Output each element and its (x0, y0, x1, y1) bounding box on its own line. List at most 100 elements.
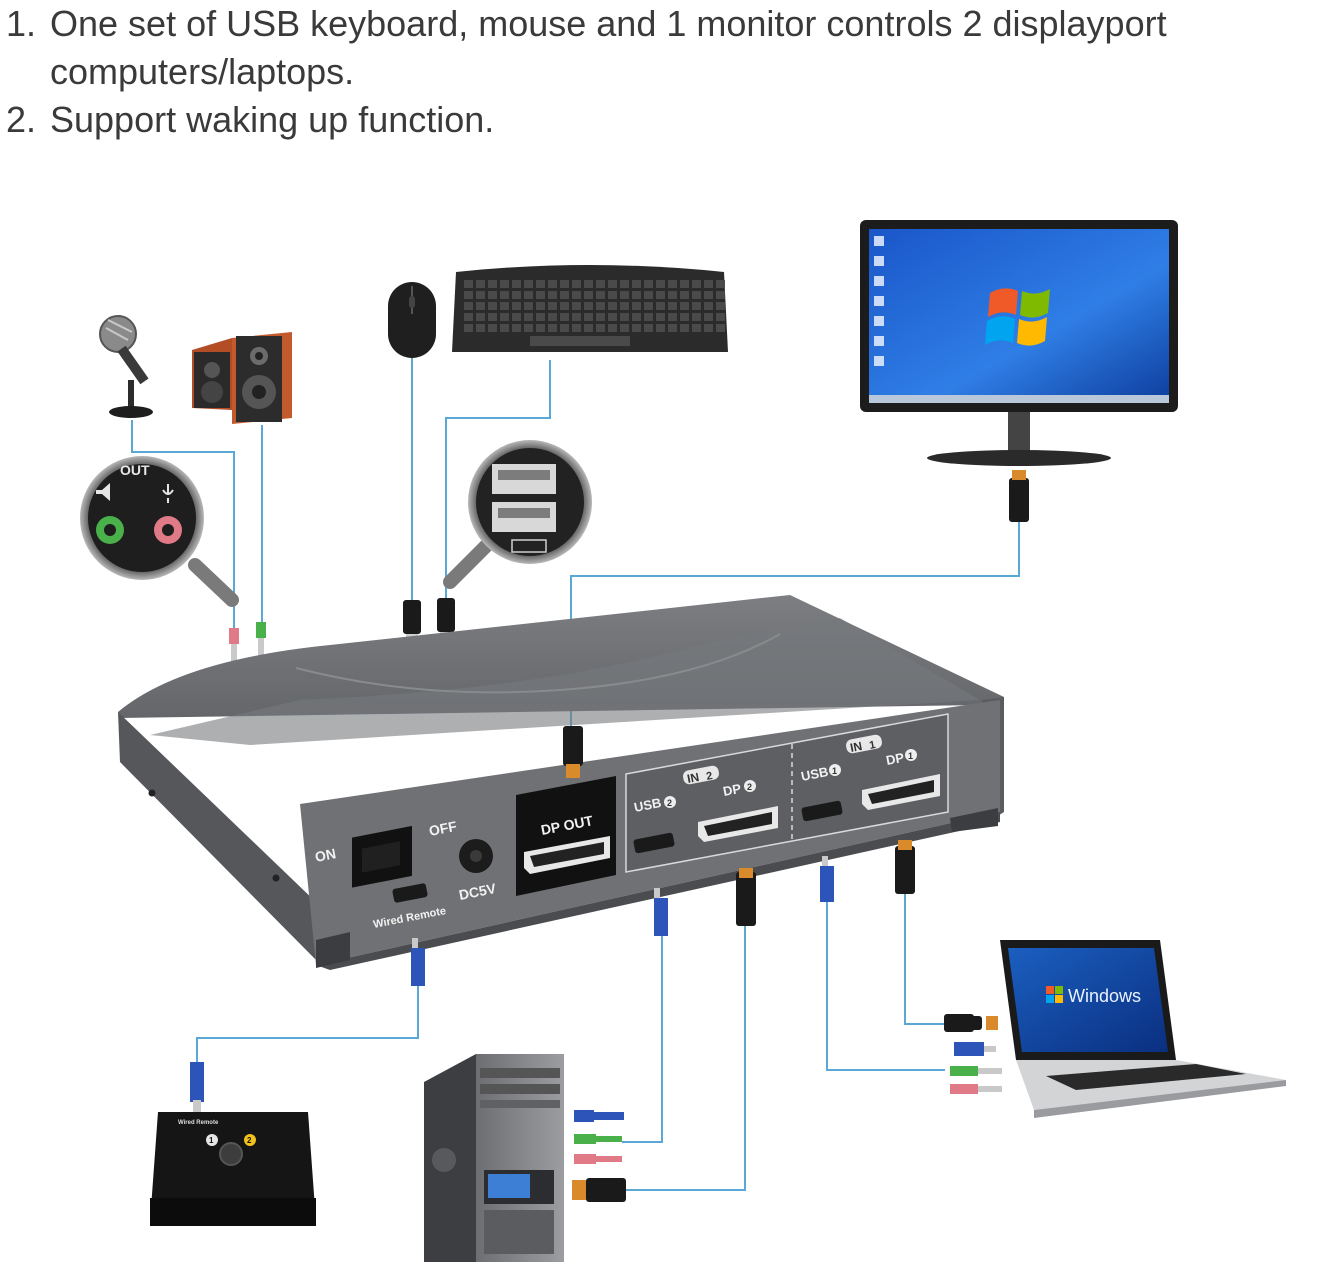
keyboard-key (668, 302, 677, 310)
keyboard-key (704, 324, 713, 332)
keyboard-key (680, 280, 689, 288)
keyboard-key (488, 280, 497, 288)
mic-cable (131, 420, 235, 628)
keyboard-key (620, 324, 629, 332)
keyboard-key (620, 291, 629, 299)
keyboard-key (548, 324, 557, 332)
keyboard-key (656, 324, 665, 332)
pc-dp-cable (626, 925, 746, 1191)
keyboard-key (668, 313, 677, 321)
keyboard-key (620, 302, 629, 310)
keyboard-icon (452, 265, 728, 352)
monitor-dp-plug (1009, 478, 1029, 522)
keyboard-key (512, 291, 521, 299)
speakers-icon (192, 332, 292, 424)
audio-port-magnifier: OUT (80, 456, 239, 607)
keyboard-key (584, 302, 593, 310)
microphone-icon (99, 315, 153, 418)
keyboard-key (704, 302, 713, 310)
remote-button-2-label: 2 (247, 1136, 252, 1145)
remote-cable (196, 986, 419, 1062)
usb1-number: 1 (832, 766, 837, 776)
keyboard-key (644, 280, 653, 288)
keyboard-key (500, 324, 509, 332)
usb-port-magnifier (443, 440, 592, 589)
keyboard-key (680, 324, 689, 332)
keyboard-key (596, 291, 605, 299)
keyboard-key (536, 313, 545, 321)
mouse-icon (388, 282, 436, 358)
dc5v-label: DC5V (458, 880, 498, 903)
laptop-windows-text: Windows (1068, 986, 1141, 1006)
keyboard-key (500, 313, 509, 321)
usb1-port[interactable] (801, 800, 843, 822)
keyboard-key (668, 291, 677, 299)
kvm-input-plugs (411, 840, 915, 986)
keyboard-key (716, 291, 725, 299)
keyboard-key (644, 313, 653, 321)
keyboard-key (572, 291, 581, 299)
mic-port-icon (162, 484, 174, 503)
keyboard-key (572, 280, 581, 288)
feature-item-1: 1. One set of USB keyboard, mouse and 1 … (0, 0, 1331, 96)
keyboard-key (704, 291, 713, 299)
wired-remote-port[interactable] (392, 883, 428, 903)
keyboard-key (536, 324, 545, 332)
keyboard-key (596, 302, 605, 310)
keyboard-key (680, 313, 689, 321)
keyboard-key (488, 302, 497, 310)
keyboard-key (476, 313, 485, 321)
dp1-number: 1 (908, 751, 913, 761)
keyboard-key (512, 280, 521, 288)
desktop-pc-icon (424, 1054, 626, 1262)
feature-list: 1. One set of USB keyboard, mouse and 1 … (0, 0, 1331, 144)
usb2-port[interactable] (633, 832, 675, 854)
keyboard-key (524, 302, 533, 310)
remote-switch-button[interactable] (219, 1142, 243, 1166)
keyboard-key (692, 313, 701, 321)
kvm-switch: ON OFF Wired Remote DC5V DP OUT IN 2 USB… (118, 595, 1004, 970)
keyboard-key (464, 313, 473, 321)
speaker-port-icon (96, 483, 110, 501)
keyboard-key (560, 313, 569, 321)
laptop-icon: Windows (944, 940, 1286, 1118)
usb2-label: USB (633, 795, 663, 815)
keyboard-key (608, 291, 617, 299)
keyboard-key (500, 302, 509, 310)
keyboard-key (716, 302, 725, 310)
keyboard-key (632, 280, 641, 288)
pc-usb-cable (622, 936, 663, 1143)
keyboard-key (548, 302, 557, 310)
keyboard-key (596, 280, 605, 288)
keyboard-key (464, 280, 473, 288)
keyboard-key (620, 313, 629, 321)
keyboard-key (680, 291, 689, 299)
off-label: OFF (428, 818, 459, 839)
cables (131, 356, 1020, 1191)
keyboard-key (512, 313, 521, 321)
keyboard-key (608, 280, 617, 288)
dp1-label: DP (885, 750, 906, 768)
remote-button-1-label: 1 (209, 1136, 214, 1145)
feature-item-2: 2. Support waking up function. (0, 96, 1331, 144)
keyboard-key (536, 302, 545, 310)
keyboard-key (488, 291, 497, 299)
usb1-label: USB (800, 764, 830, 784)
wired-remote-device: Wired Remote 1 2 (150, 1062, 316, 1226)
keyboard-key (584, 280, 593, 288)
keyboard-key (464, 302, 473, 310)
feature-number: 2. (6, 99, 37, 140)
keyboard-key (476, 324, 485, 332)
keyboard-key (488, 324, 497, 332)
in1-number: 1 (868, 739, 876, 752)
keyboard-key (536, 291, 545, 299)
keyboard-key (500, 280, 509, 288)
keyboard-key (548, 313, 557, 321)
keyboard-key (464, 291, 473, 299)
keyboard-key (572, 302, 581, 310)
keyboard-key (620, 280, 629, 288)
keyboard-key (476, 291, 485, 299)
keyboard-key (632, 324, 641, 332)
keyboard-cable (445, 360, 551, 598)
